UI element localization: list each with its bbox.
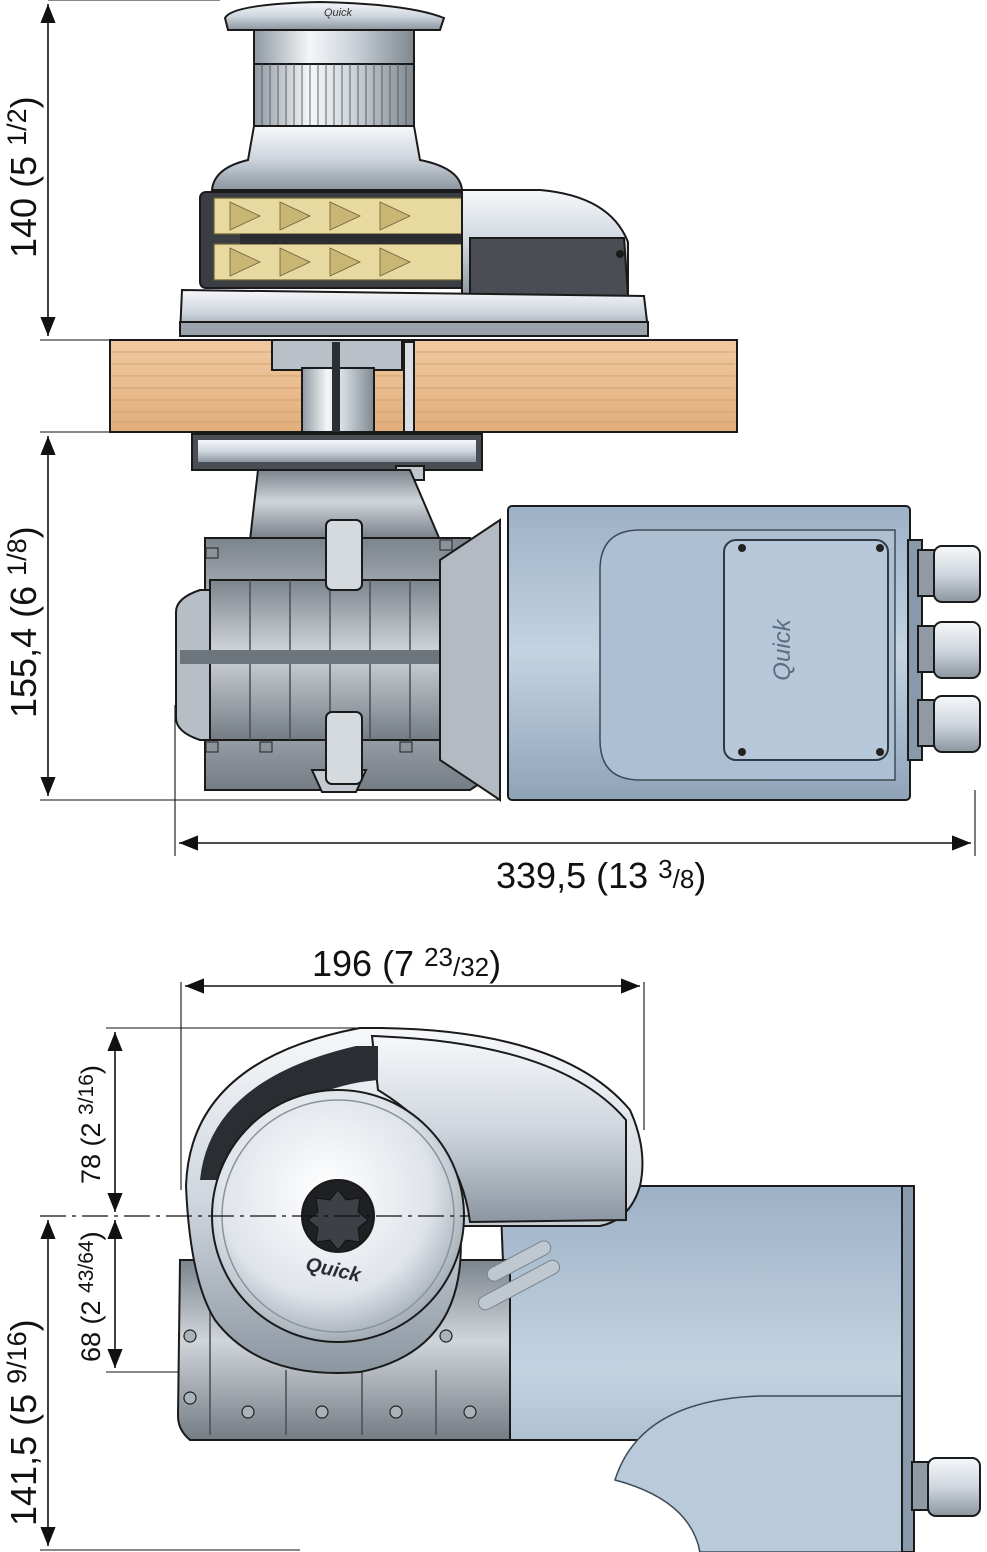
base-flange: [178, 288, 650, 337]
capstan-logo: Quick: [324, 7, 353, 19]
capstan-drum: Quick: [210, 0, 464, 191]
dimension-height-above-deck: 140 (5 1/2): [2, 4, 56, 336]
cable-gland-middle: [917, 621, 981, 679]
dimension-label-339: 339,5 (13 3/8): [496, 854, 706, 896]
under-deck-flange: [191, 433, 483, 490]
through-deck-shaft: [271, 339, 415, 433]
dimension-height-below-deck: 155,4 (6 1/8): [2, 436, 56, 796]
cable-gland-bottom: [917, 695, 981, 753]
dimension-lower-offset: 68 (2 43/64): [75, 1220, 123, 1368]
dimension-total-height: 141,5 (5 9/16): [2, 1220, 56, 1546]
dimension-upper-offset: 78 (2 3/16): [75, 1032, 123, 1212]
dimension-width: 196 (7 23/32): [185, 942, 640, 994]
dimension-label-196: 196 (7 23/32): [312, 942, 501, 984]
cable-gland-top: [917, 545, 981, 603]
dimension-label-140: 140 (5 1/2): [2, 96, 44, 258]
motor-side: [498, 1185, 981, 1552]
electric-motor: Quick: [507, 505, 923, 801]
motor-logo: Quick: [769, 617, 796, 680]
dimension-label-141: 141,5 (5 9/16): [2, 1319, 44, 1526]
deck-plank: [109, 339, 738, 433]
dimension-total-length: 339,5 (13 3/8): [179, 835, 971, 896]
chain-pipe-hood: [461, 189, 630, 297]
dimension-label-78: 78 (2 3/16): [75, 1065, 106, 1184]
cable-gland-side: [911, 1457, 981, 1517]
gypsy-chain-wheel: [199, 191, 471, 289]
dimension-label-68: 68 (2 43/64): [75, 1231, 106, 1362]
dimension-label-155: 155,4 (6 1/8): [2, 526, 44, 718]
cable-glands: [917, 545, 981, 753]
side-view: Quick 196 (7 23/32) 78 (2 3/16) 68 (2 43…: [2, 942, 981, 1552]
gearbox-housing: [175, 518, 501, 802]
elevation-view: Quick: [2, 0, 981, 896]
